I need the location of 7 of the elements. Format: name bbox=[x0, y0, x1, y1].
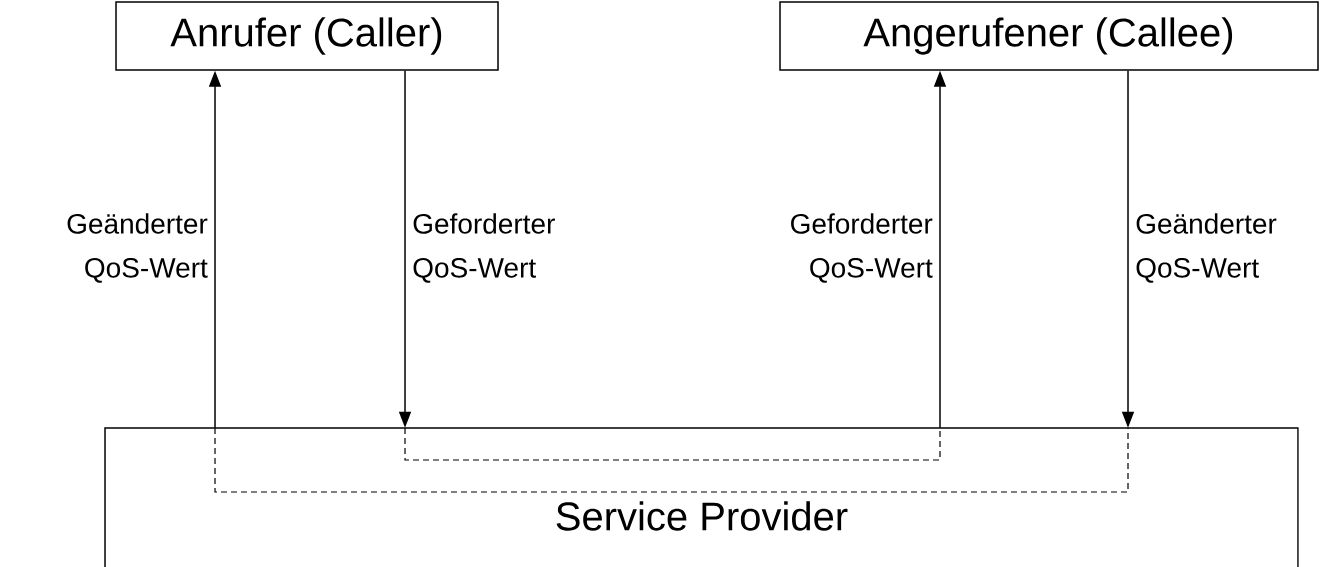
edge-label: Geänderter QoS-Wert bbox=[1136, 213, 1277, 283]
edge-label: Geforderter QoS-Wert bbox=[791, 213, 933, 283]
provider-box: Service Provider bbox=[104, 427, 1299, 567]
edge-label: Geänderter QoS-Wert bbox=[67, 213, 208, 283]
participant-box: Angerufener (Callee) bbox=[779, 1, 1319, 71]
participant-box: Anrufer (Caller) bbox=[115, 1, 499, 71]
edge-label: Geforderter QoS-Wert bbox=[413, 213, 555, 283]
